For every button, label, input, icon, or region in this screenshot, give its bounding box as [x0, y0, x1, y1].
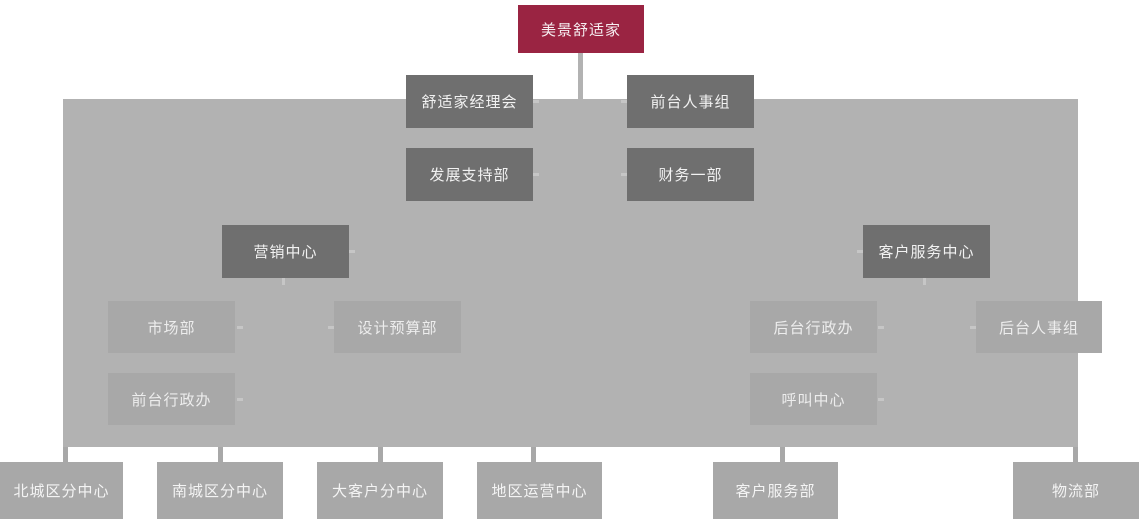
connector-dash [237, 398, 243, 401]
node-dept-manager-council[interactable]: 舒适家经理会 [406, 75, 533, 128]
connector-dash [349, 250, 355, 253]
node-dept-development-support[interactable]: 发展支持部 [406, 148, 533, 201]
connector-dash [533, 173, 539, 176]
connector-stub [780, 447, 785, 463]
node-office-back-admin[interactable]: 后台行政办 [750, 301, 877, 353]
connector-dash [237, 326, 243, 329]
connector-dash [878, 326, 884, 329]
node-office-call-center[interactable]: 呼叫中心 [750, 373, 877, 425]
node-dept-marketing-center[interactable]: 营销中心 [222, 225, 349, 278]
connector-dash [533, 100, 539, 103]
node-branch-south-city[interactable]: 南城区分中心 [157, 462, 283, 519]
connector-dash [621, 100, 627, 103]
connector-tick [282, 278, 285, 285]
node-branch-regional-operations[interactable]: 地区运营中心 [477, 462, 602, 519]
connector-dash [328, 326, 334, 329]
node-branch-customer-service[interactable]: 客户服务部 [713, 462, 838, 519]
connector-dash [970, 326, 976, 329]
node-root[interactable]: 美景舒适家 [518, 5, 644, 53]
connector-stub [531, 447, 536, 463]
connector-dash [621, 173, 627, 176]
connector-stub [1073, 447, 1078, 463]
node-office-design-budget[interactable]: 设计预算部 [334, 301, 461, 353]
node-branch-north-city[interactable]: 北城区分中心 [0, 462, 123, 519]
connector-stub [63, 447, 68, 463]
connector-dash [857, 250, 863, 253]
node-office-front-admin[interactable]: 前台行政办 [108, 373, 235, 425]
connector-trunk [578, 52, 583, 100]
node-branch-logistics[interactable]: 物流部 [1013, 462, 1139, 519]
connector-stub [378, 447, 383, 463]
connector-tick [923, 278, 926, 285]
node-dept-customer-service-center[interactable]: 客户服务中心 [863, 225, 990, 278]
node-dept-finance-one[interactable]: 财务一部 [627, 148, 754, 201]
node-office-back-hr[interactable]: 后台人事组 [976, 301, 1102, 353]
node-office-market[interactable]: 市场部 [108, 301, 235, 353]
node-dept-front-hr[interactable]: 前台人事组 [627, 75, 754, 128]
connector-stub [218, 447, 223, 463]
connector-dash [878, 398, 884, 401]
node-branch-key-accounts[interactable]: 大客户分中心 [317, 462, 443, 519]
